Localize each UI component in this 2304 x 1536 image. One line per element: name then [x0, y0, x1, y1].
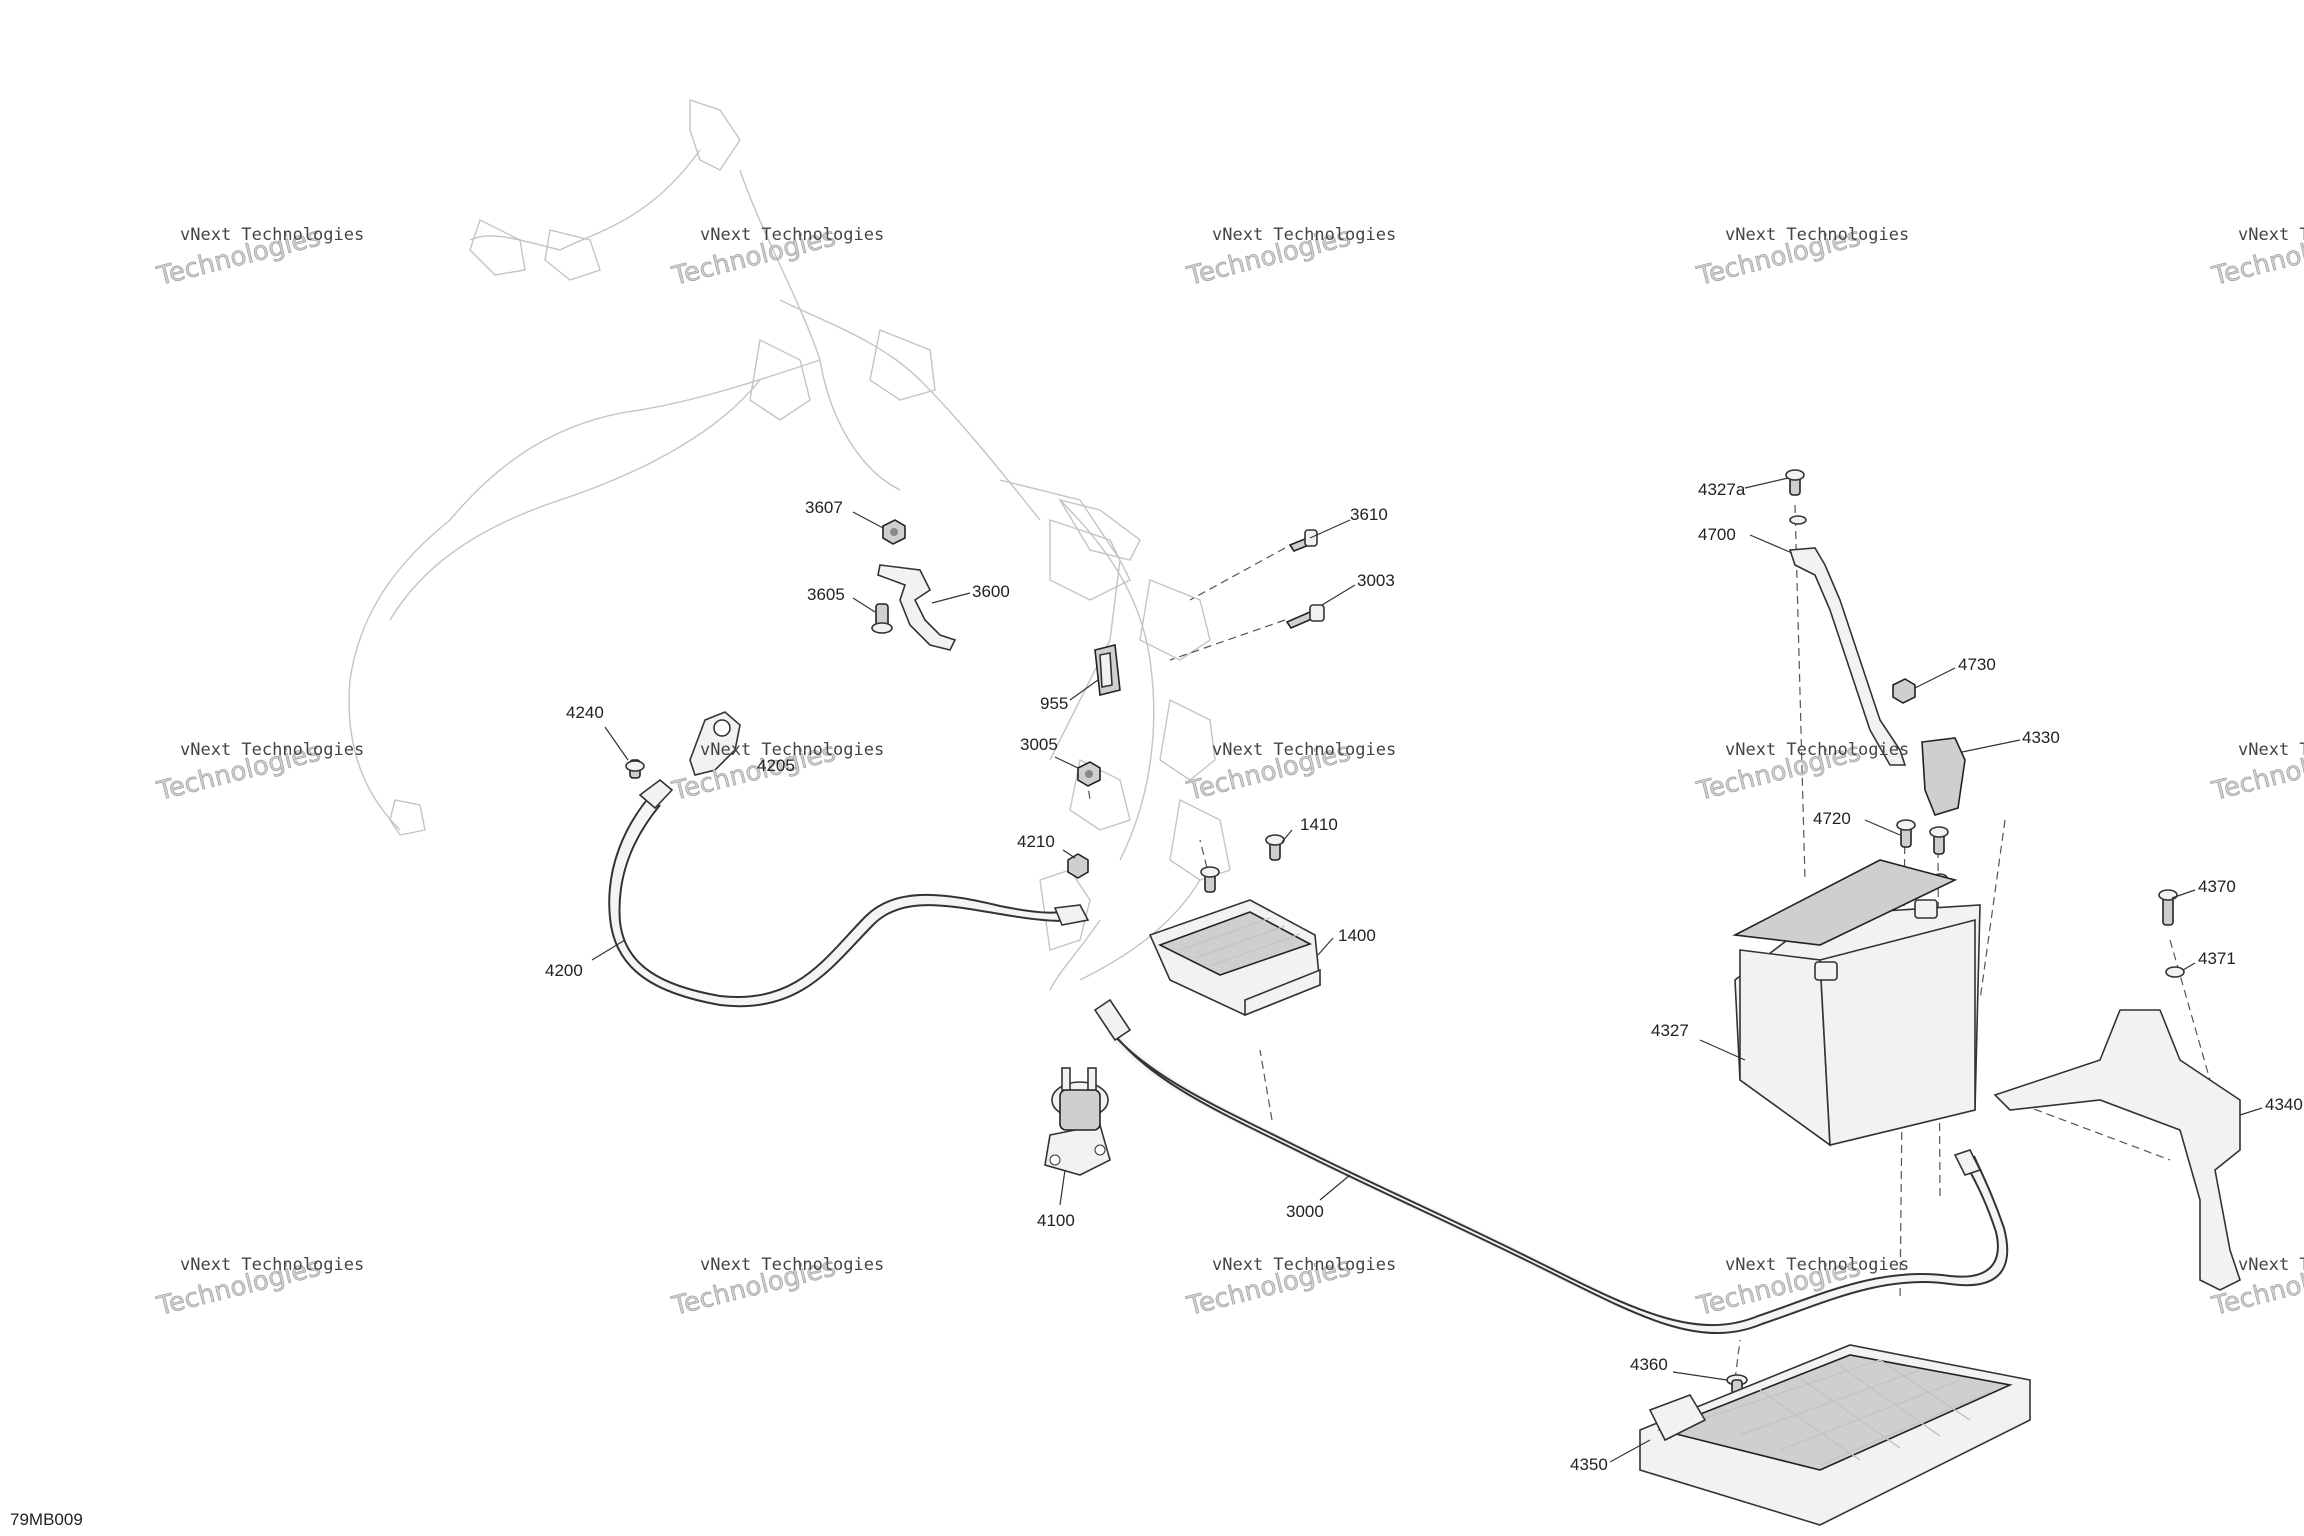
svg-text:vNext Technologies: vNext Technologies — [180, 225, 364, 245]
svg-text:vNext Technologies: vNext Technologies — [2238, 740, 2304, 760]
svg-text:vNext Technologies: vNext Technologies — [1725, 740, 1909, 760]
screw-3003[interactable] — [1285, 604, 1325, 630]
callout-4371: 4371 — [2198, 949, 2236, 968]
nut-3005[interactable] — [1077, 761, 1101, 787]
diagram-code: 79MB009 — [10, 1510, 83, 1529]
callout-955: 955 — [1040, 694, 1068, 713]
callout-4730: 4730 — [1958, 655, 1996, 674]
nut-3607[interactable] — [882, 519, 906, 545]
screw-3610[interactable] — [1288, 529, 1318, 552]
watermark-row-3: Technologies vNext Technologies Technolo… — [153, 1252, 2304, 1322]
svg-text:vNext Technologies: vNext Technologies — [180, 740, 364, 760]
callout-3005: 3005 — [1020, 735, 1058, 754]
callout-4200: 4200 — [545, 961, 583, 980]
callout-1410: 1410 — [1300, 815, 1338, 834]
battery-tray-4350[interactable] — [1639, 1344, 2031, 1526]
svg-text:vNext Technologies: vNext Technologies — [2238, 1255, 2304, 1275]
callout-4100: 4100 — [1037, 1211, 1075, 1230]
callout-4327: 4327 — [1651, 1021, 1689, 1040]
callout-1400: 1400 — [1338, 926, 1376, 945]
callout-4210: 4210 — [1017, 832, 1055, 851]
callout-3605: 3605 — [807, 585, 845, 604]
screw-3605[interactable] — [871, 603, 893, 634]
bracket-4340[interactable] — [1993, 1009, 2241, 1291]
washer-4371[interactable] — [2165, 966, 2185, 978]
fuse-holder-955[interactable] — [1094, 644, 1121, 696]
callout-3000: 3000 — [1286, 1202, 1324, 1221]
callout-4330: 4330 — [2022, 728, 2060, 747]
terminal-boot-4205[interactable] — [689, 711, 741, 776]
callout-4360: 4360 — [1630, 1355, 1668, 1374]
svg-text:vNext Technologies: vNext Technologies — [2238, 225, 2304, 245]
leader-lines — [591, 477, 2263, 1463]
screw-1410[interactable] — [1265, 834, 1285, 861]
battery-strap-4700[interactable] — [1788, 547, 1907, 766]
callout-3003: 3003 — [1357, 571, 1395, 590]
svg-text:vNext Technologies: vNext Technologies — [1212, 740, 1396, 760]
callout-4350: 4350 — [1570, 1455, 1608, 1474]
svg-text:vNext Technologies: vNext Technologies — [180, 1255, 364, 1275]
callout-3610: 3610 — [1350, 505, 1388, 524]
callout-labels: 3607 3610 3605 3600 3003 955 3005 4240 4… — [545, 480, 2303, 1474]
cable-4200[interactable] — [608, 778, 1090, 1008]
watermark-row-1: Technologies vNext Technologies Technolo… — [153, 222, 2304, 292]
callout-4327a: 4327a — [1698, 480, 1746, 499]
callout-4700: 4700 — [1698, 525, 1736, 544]
callout-4370: 4370 — [2198, 877, 2236, 896]
svg-text:vNext Technologies: vNext Technologies — [700, 225, 884, 245]
svg-text:vNext Technologies: vNext Technologies — [700, 1255, 884, 1275]
svg-text:vNext Technologies: vNext Technologies — [1725, 1255, 1909, 1275]
battery-4327[interactable] — [1732, 859, 1981, 1147]
screw-1410b — [1200, 866, 1220, 893]
svg-text:vNext Technologies: vNext Technologies — [1212, 225, 1396, 245]
svg-text:vNext Technologies: vNext Technologies — [1725, 225, 1909, 245]
callout-4340: 4340 — [2265, 1095, 2303, 1114]
screw-4370[interactable] — [2158, 889, 2178, 926]
nut-4210[interactable] — [1067, 853, 1089, 879]
svg-text:vNext Technologies: vNext Technologies — [1212, 1255, 1396, 1275]
callout-3607: 3607 — [805, 498, 843, 517]
callout-3600: 3600 — [972, 582, 1010, 601]
callout-4205: 4205 — [757, 756, 795, 775]
screw-4327a[interactable] — [1785, 469, 1807, 525]
ghost-harness — [348, 99, 1231, 991]
ground-strap-3600[interactable] — [877, 564, 957, 651]
voltage-regulator-1400[interactable] — [1148, 899, 1321, 1017]
callout-4720: 4720 — [1813, 809, 1851, 828]
screw-4240[interactable] — [625, 759, 645, 779]
nut-4730[interactable] — [1892, 678, 1916, 704]
svg-text:vNext Technologies: vNext Technologies — [700, 740, 884, 760]
callout-4240: 4240 — [566, 703, 604, 722]
terminal-cap-4330[interactable] — [1921, 737, 1966, 816]
starter-solenoid-4100[interactable] — [1044, 1067, 1111, 1176]
cable-3000[interactable] — [1093, 998, 2009, 1335]
